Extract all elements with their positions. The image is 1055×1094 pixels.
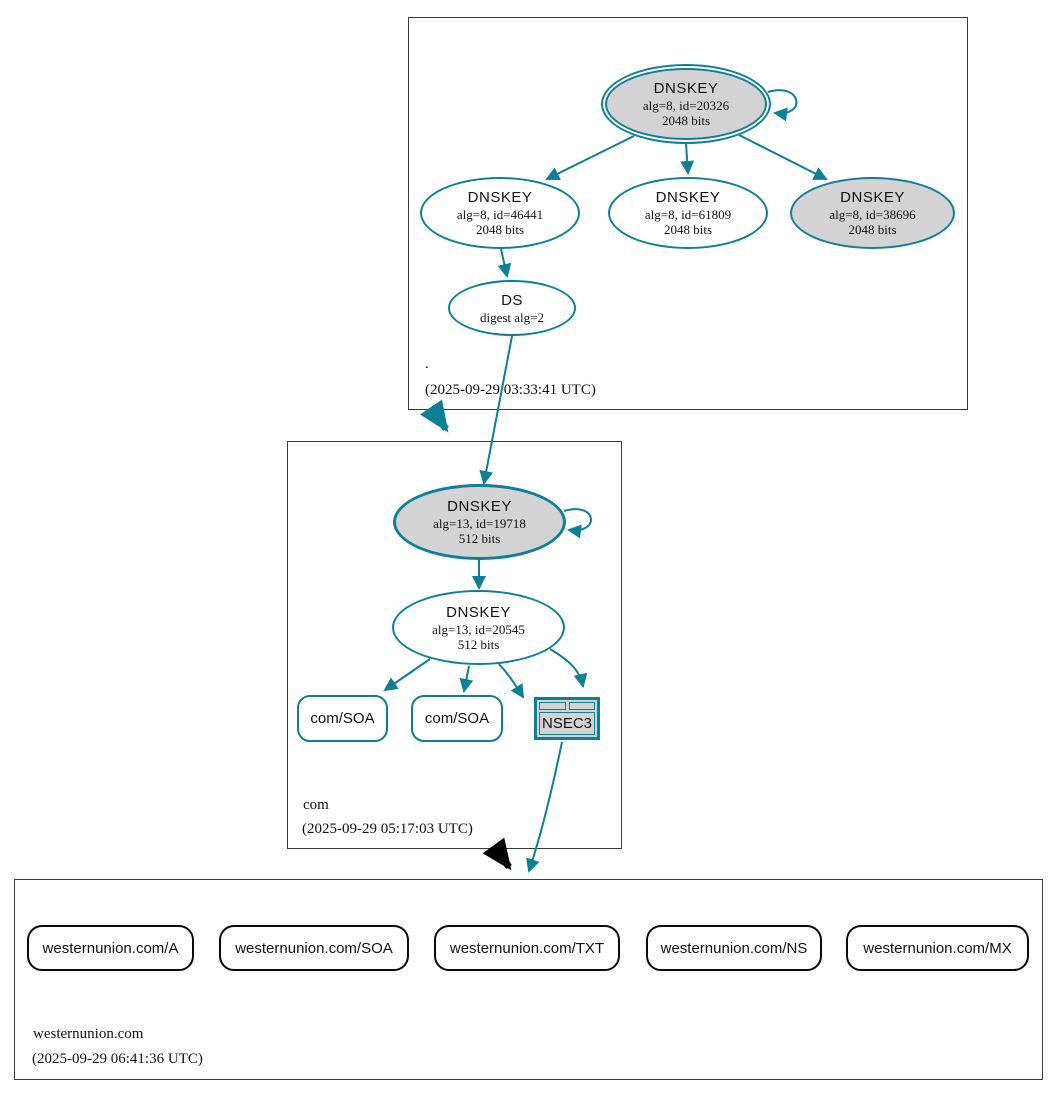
rrset-node-westernunion-a[interactable]: westernunion.com/A xyxy=(27,925,194,971)
edge-rootksk-to-zsk61809 xyxy=(680,143,695,175)
edge-rootksk-selfloop xyxy=(767,89,798,122)
node-digest: digest alg=2 xyxy=(479,309,545,325)
rrset-node-com-soa-2[interactable]: com/SOA xyxy=(411,695,503,742)
dnskey-node-com-ksk-19718[interactable]: DNSKEY alg=13, id=19718 512 bits xyxy=(393,484,566,560)
zone-timestamp-com: (2025-09-29 05:17:03 UTC) xyxy=(302,821,473,837)
zone-box-com xyxy=(287,441,622,849)
dnskey-node-root-ksk-20326[interactable]: DNSKEY alg=8, id=20326 2048 bits xyxy=(601,64,771,144)
node-alg-id: alg=8, id=20326 xyxy=(642,98,730,113)
edge-comzsk-to-nsec3-b xyxy=(549,648,588,688)
node-title: DNSKEY xyxy=(447,498,512,515)
node-label: westernunion.com/A xyxy=(42,939,179,957)
node-label: westernunion.com/TXT xyxy=(449,939,605,957)
edge-ds-to-comksk xyxy=(479,335,513,485)
zone-timestamp-westernunion: (2025-09-29 06:41:36 UTC) xyxy=(32,1051,203,1067)
edge-rootzone-to-comzone-delegation xyxy=(420,399,449,433)
node-alg-id: alg=8, id=61809 xyxy=(644,207,732,222)
node-label: com/SOA xyxy=(310,710,375,727)
node-title: DNSKEY xyxy=(840,189,905,206)
ds-node-com[interactable]: DS digest alg=2 xyxy=(448,280,576,336)
node-label: westernunion.com/MX xyxy=(863,939,1012,957)
edge-comzsk-to-soa2 xyxy=(459,665,474,693)
rrset-node-westernunion-ns[interactable]: westernunion.com/NS xyxy=(646,925,822,971)
nsec3-header-cells xyxy=(539,702,595,710)
zone-box-root xyxy=(408,17,968,410)
dnskey-node-root-zsk-38696[interactable]: DNSKEY alg=8, id=38696 2048 bits xyxy=(790,177,955,249)
node-bits: 512 bits xyxy=(458,531,501,546)
zone-name-root: . xyxy=(425,356,429,372)
dnskey-node-com-zsk-20545[interactable]: DNSKEY alg=13, id=20545 512 bits xyxy=(392,590,565,665)
edge-rootksk-to-zsk46441 xyxy=(545,135,635,180)
node-title: DNSKEY xyxy=(446,603,511,621)
dnskey-node-root-zsk-61809[interactable]: DNSKEY alg=8, id=61809 2048 bits xyxy=(608,177,768,249)
rrset-node-com-soa-1[interactable]: com/SOA xyxy=(297,695,388,742)
node-alg-id: alg=8, id=46441 xyxy=(456,207,544,222)
edge-nsec3-to-westernunion xyxy=(526,741,563,873)
node-title: DNSKEY xyxy=(467,189,533,206)
node-label: westernunion.com/NS xyxy=(660,939,808,957)
rrset-node-westernunion-soa[interactable]: westernunion.com/SOA xyxy=(219,925,409,971)
node-alg-id: alg=13, id=20545 xyxy=(432,621,525,637)
edge-comksk-selfloop xyxy=(563,508,592,539)
edge-comzsk-to-soa1 xyxy=(383,658,431,692)
edge-zsk46441-to-ds xyxy=(497,248,512,278)
nsec3-cell-right xyxy=(568,702,595,710)
node-label: com/SOA xyxy=(424,710,490,727)
node-bits: 2048 bits xyxy=(475,222,525,237)
dnskey-node-root-ksk-20326-body: DNSKEY alg=8, id=20326 2048 bits xyxy=(605,68,767,140)
node-alg-id: alg=8, id=38696 xyxy=(829,207,916,222)
node-bits: 2048 bits xyxy=(661,113,711,128)
nsec3-node[interactable]: NSEC3 xyxy=(534,697,600,740)
edge-rootksk-to-zsk38696 xyxy=(738,134,828,180)
node-bits: 512 bits xyxy=(457,636,500,652)
rrset-node-westernunion-txt[interactable]: westernunion.com/TXT xyxy=(434,925,620,971)
node-title: DNSKEY xyxy=(655,189,721,206)
zone-name-westernunion: westernunion.com xyxy=(33,1026,144,1042)
rrset-node-westernunion-mx[interactable]: westernunion.com/MX xyxy=(846,925,1029,971)
node-label: NSEC3 xyxy=(539,712,595,735)
edge-comzone-to-westernunion-delegation xyxy=(482,837,512,871)
dnskey-node-root-zsk-46441[interactable]: DNSKEY alg=8, id=46441 2048 bits xyxy=(420,177,580,249)
edge-comzsk-to-nsec3-a xyxy=(498,663,525,699)
node-title: DS xyxy=(501,291,523,309)
zone-timestamp-root: (2025-09-29 03:33:41 UTC) xyxy=(425,382,596,398)
node-title: DNSKEY xyxy=(653,80,719,97)
node-bits: 2048 bits xyxy=(848,222,897,237)
nsec3-cell-left xyxy=(539,702,566,710)
node-bits: 2048 bits xyxy=(663,222,713,237)
node-alg-id: alg=13, id=19718 xyxy=(433,516,526,531)
zone-box-westernunion xyxy=(14,879,1043,1080)
zone-name-com: com xyxy=(303,797,329,813)
node-label: westernunion.com/SOA xyxy=(235,939,393,957)
